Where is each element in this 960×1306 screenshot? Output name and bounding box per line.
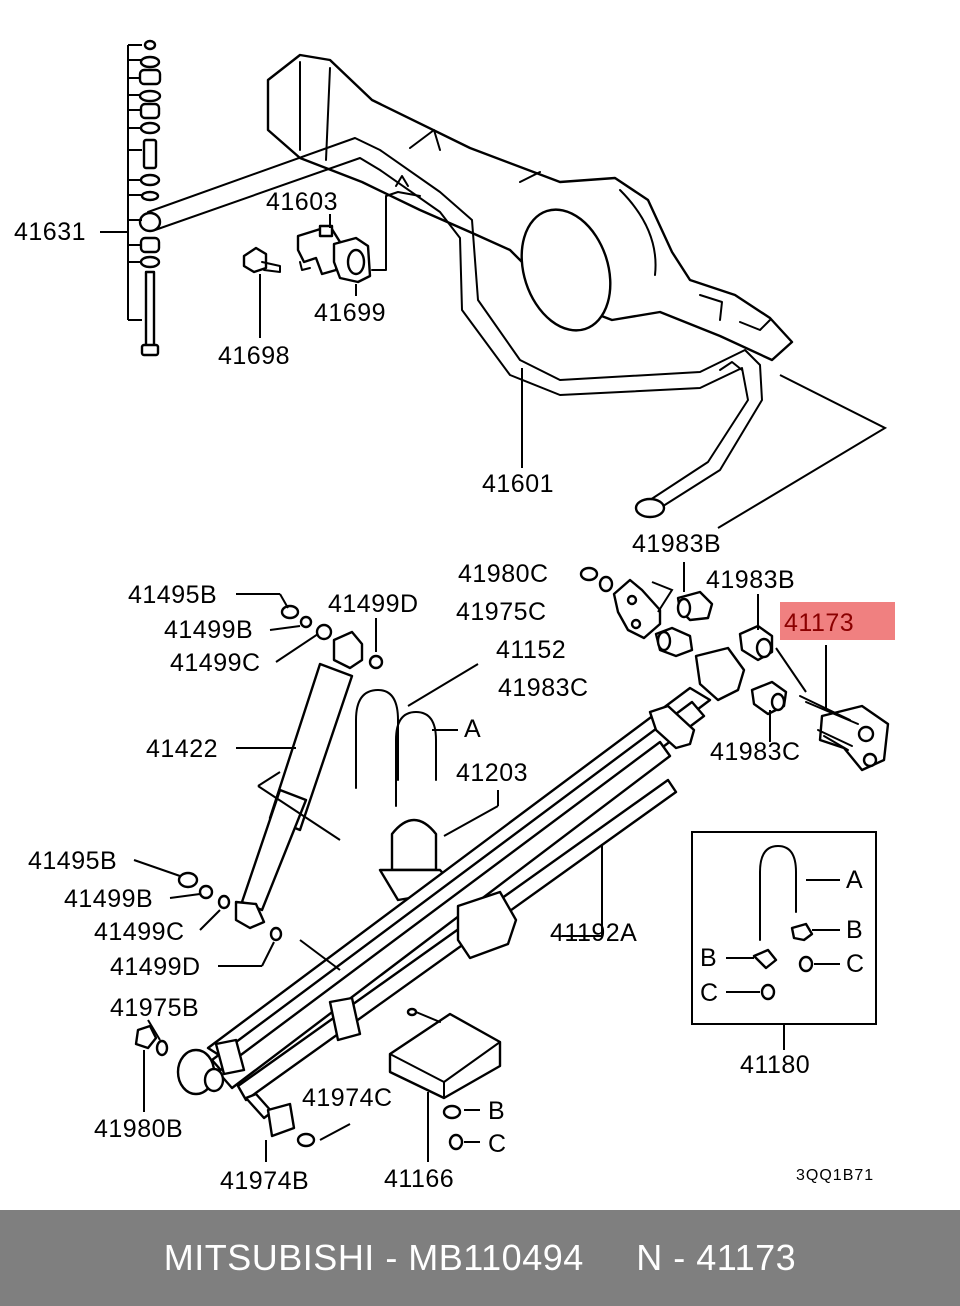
- label-41983c-right: 41983C: [710, 738, 801, 766]
- label-41499d-bottom: 41499D: [110, 953, 201, 981]
- label-41631: 41631: [14, 218, 86, 246]
- label-41698: 41698: [218, 342, 290, 370]
- stabilizer-bracket-parts: [242, 175, 421, 338]
- label-41980b: 41980B: [94, 1115, 183, 1143]
- label-41203: 41203: [456, 759, 528, 787]
- leaf-spring: [176, 646, 746, 1102]
- label-41983b-top: 41983B: [632, 530, 721, 558]
- label-41499b-top: 41499B: [164, 616, 253, 644]
- label-c-box-left: C: [700, 979, 719, 1007]
- label-41173-highlighted: 41173: [784, 609, 854, 637]
- label-41166: 41166: [384, 1165, 454, 1193]
- label-41975c: 41975C: [456, 598, 547, 626]
- shackle-group: [579, 562, 890, 772]
- label-41192a: 41192A: [550, 919, 637, 947]
- label-b-pad: B: [488, 1097, 505, 1125]
- stabilizer-link-stack: [100, 39, 162, 357]
- label-41983b: 41983B: [706, 566, 795, 594]
- label-41495b-top: 41495B: [128, 581, 217, 609]
- label-c-pad: C: [488, 1130, 507, 1158]
- part-labels: 41631 41603 41699 41698 41601 41983B 419…: [14, 188, 874, 1195]
- stabilizer-bar: [138, 137, 763, 519]
- label-41499b-bottom: 41499B: [64, 885, 153, 913]
- label-41495b-bottom: 41495B: [28, 847, 117, 875]
- label-41980c: 41980C: [458, 560, 549, 588]
- label-41975b: 41975B: [110, 994, 199, 1022]
- label-41152: 41152: [496, 636, 566, 664]
- footer-bar: MITSUBISHI - MB110494 N - 41173: [0, 1210, 960, 1306]
- axle-housing: [266, 53, 794, 362]
- highlight-box: [780, 602, 895, 640]
- label-41499c-top: 41499C: [170, 649, 261, 677]
- spring-pad: [134, 1007, 502, 1162]
- label-41974b: 41974B: [220, 1167, 309, 1195]
- label-41699: 41699: [314, 299, 386, 327]
- label-41983c: 41983C: [498, 674, 589, 702]
- label-a-box: A: [846, 866, 863, 894]
- label-41499c-bottom: 41499C: [94, 918, 185, 946]
- part-number-caption: MITSUBISHI - MB110494 N - 41173: [163, 1237, 797, 1278]
- label-41603: 41603: [266, 188, 338, 216]
- label-c-box-right: C: [846, 950, 865, 978]
- ubolt-kit-box: [691, 831, 877, 1050]
- label-41974c: 41974C: [302, 1084, 393, 1112]
- label-b-box-left: B: [700, 944, 717, 972]
- label-b-box-right: B: [846, 916, 863, 944]
- parts-diagram: 41631 41603 41699 41698 41601 41983B 419…: [14, 39, 895, 1195]
- label-41601: 41601: [482, 470, 554, 498]
- label-41499d-top: 41499D: [328, 590, 419, 618]
- shock-absorber: [133, 593, 384, 967]
- label-41422: 41422: [146, 735, 218, 763]
- label-41180: 41180: [740, 1051, 810, 1079]
- diagram-ref-code: 3QQ1B71: [796, 1167, 874, 1184]
- label-a: A: [464, 715, 481, 743]
